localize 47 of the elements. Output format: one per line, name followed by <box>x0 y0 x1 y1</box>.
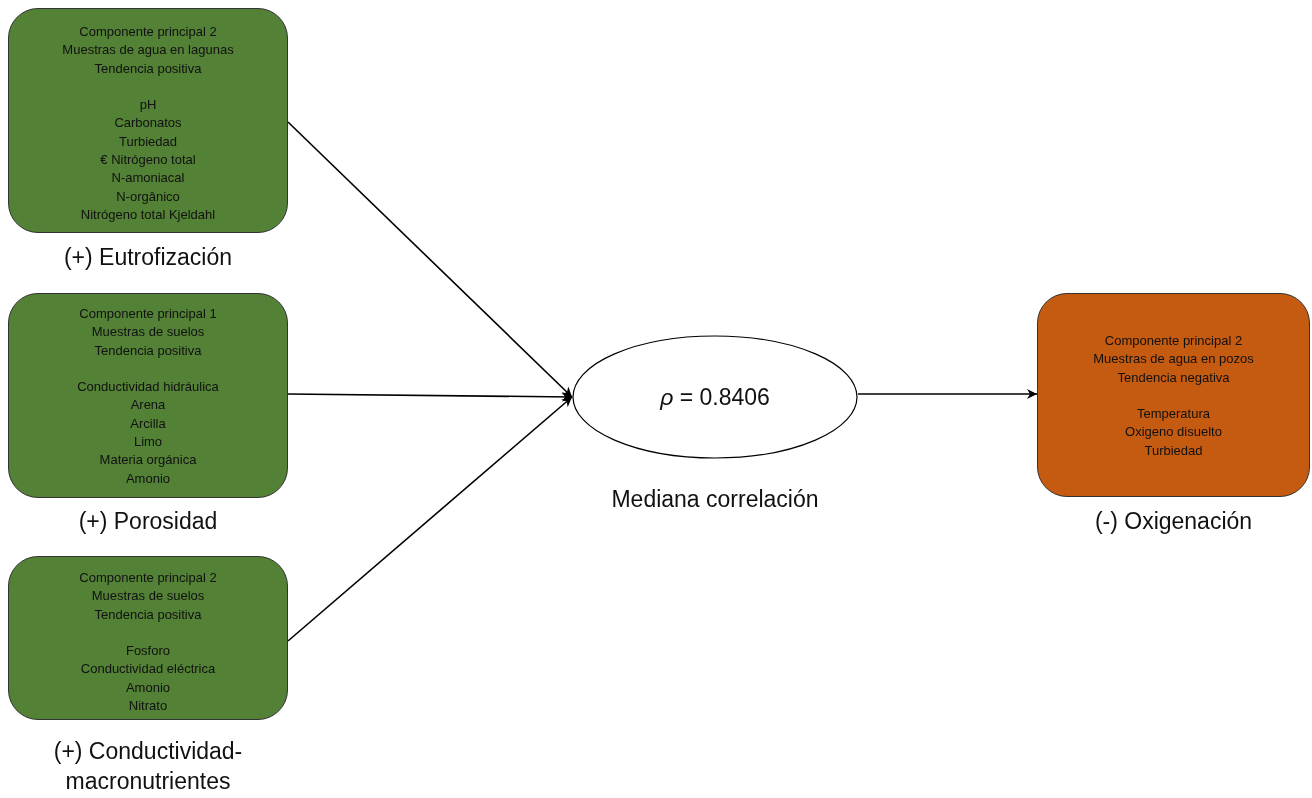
node-caption: (-) Oxigenación <box>1093 507 1254 536</box>
variable-name: Turbiedad <box>1144 441 1203 460</box>
variable-name: Temperatura <box>1137 405 1210 424</box>
arrow <box>857 389 1038 399</box>
component-box <box>8 293 288 498</box>
variable-name: pH <box>139 96 157 115</box>
variable-name: N-orgânico <box>116 187 180 206</box>
correlation-ellipse <box>572 335 858 459</box>
variable-name: Carbonatos <box>114 114 182 133</box>
component-box <box>1037 293 1310 497</box>
node-caption: (+) Porosidad <box>77 507 219 536</box>
component-heading: Tendencia positiva <box>94 605 202 624</box>
component-heading: Componente principal 2 <box>79 569 217 587</box>
component-heading: Componente principal 2 <box>79 23 217 41</box>
component-heading: Tendencia negativa <box>1117 368 1230 387</box>
arrow <box>287 396 573 642</box>
variable-name: Materia orgánica <box>99 451 197 470</box>
variable-name: Amonio <box>125 678 171 697</box>
variable-name: Nitrógeno total Kjeldahl <box>80 205 216 224</box>
arrow <box>287 391 573 402</box>
variable-name: Conductividad eléctrica <box>80 660 216 679</box>
node-caption: (+) Conductividad-macronutrientes <box>52 737 244 796</box>
component-heading: Muestras de agua en pozos <box>1093 350 1254 369</box>
variable-name: Turbiedad <box>118 132 178 151</box>
component-heading: Muestras de agua en lagunas <box>62 41 234 60</box>
component-heading: Componente principal 1 <box>79 305 217 323</box>
component-heading: Componente principal 2 <box>1104 332 1243 350</box>
variable-name: Nitrato <box>128 697 168 716</box>
node-caption: (+) Eutrofización <box>62 243 234 272</box>
component-heading: Muestras de suelos <box>91 323 205 342</box>
component-heading: Tendencia positiva <box>94 59 202 78</box>
component-box <box>8 556 288 720</box>
arrow <box>287 121 573 398</box>
variable-name: Limo <box>133 433 163 452</box>
variable-name: Arcilla <box>130 414 166 433</box>
component-heading: Muestras de suelos <box>91 587 205 606</box>
variable-name: Oxigeno disuelto <box>1125 423 1222 442</box>
correlation-value: ρ = 0.8406 <box>660 383 770 411</box>
variable-name: Arena <box>130 396 166 415</box>
component-heading: Tendencia positiva <box>94 341 202 360</box>
variable-name: N-amoniacal <box>111 169 185 188</box>
variable-name: € Nitrógeno total <box>100 151 196 170</box>
component-box <box>8 8 288 233</box>
variable-name: Fosforo <box>125 642 171 661</box>
node-caption: Mediana correlación <box>610 485 820 514</box>
variable-name: Amonio <box>125 469 171 488</box>
variable-name: Conductividad hidráulica <box>77 378 219 397</box>
